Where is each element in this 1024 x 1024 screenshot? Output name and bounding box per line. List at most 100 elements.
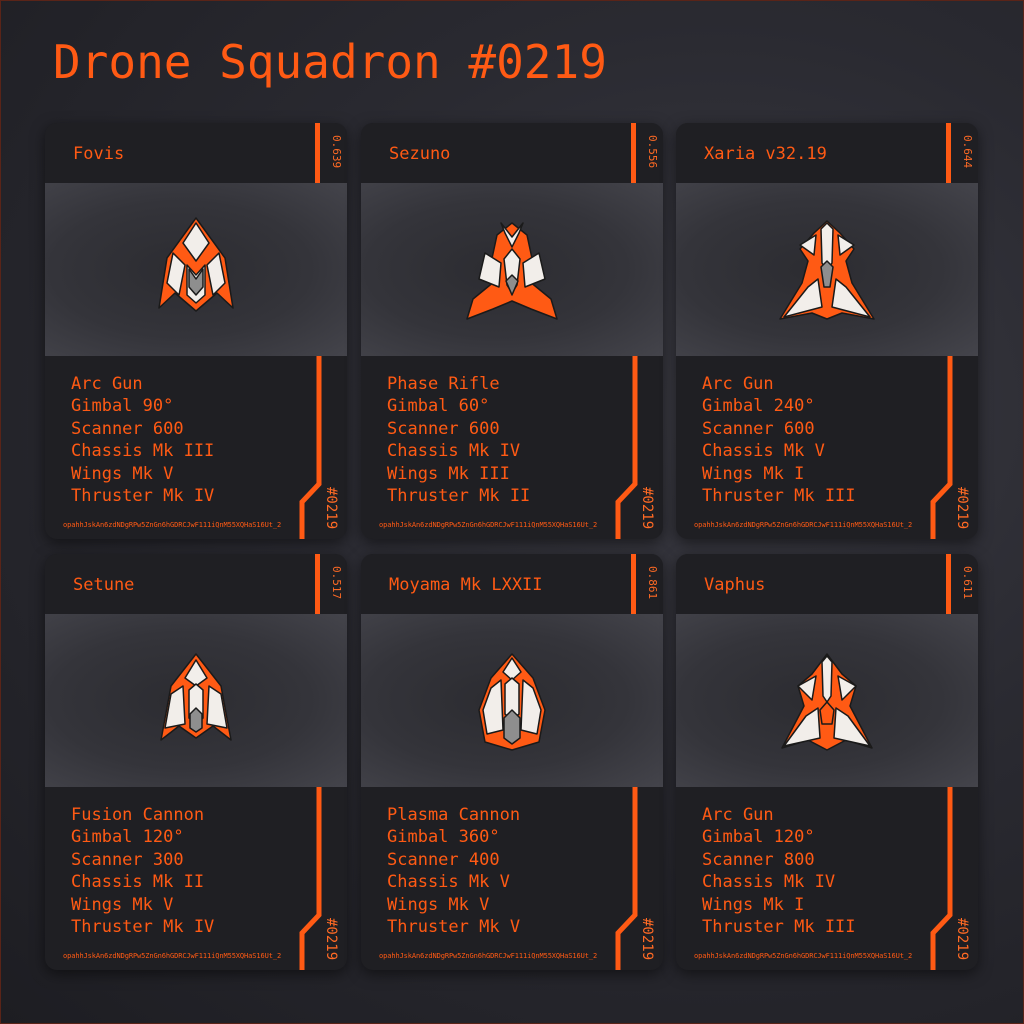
stat-thruster: Thruster Mk III	[702, 917, 856, 938]
token-hash: opahhJskAn6zdNDgRPw5ZnGn6hGDRCJwF111iQnM…	[379, 521, 598, 529]
stat-gimbal: Gimbal 120°	[71, 827, 184, 848]
circuit-trace	[299, 356, 322, 539]
stat-list: Fusion Cannon Gimbal 120° Scanner 300 Ch…	[71, 804, 214, 938]
stat-wings: Wings Mk V	[387, 894, 490, 915]
squadron-id: #0219	[954, 487, 970, 530]
stat-list: Arc Gun Gimbal 120° Scanner 800 Chassis …	[702, 804, 856, 938]
drone-ship-icon	[779, 220, 875, 320]
stat-weapon: Plasma Cannon	[387, 805, 521, 825]
circuit-trace	[615, 787, 638, 970]
stat-list: Arc Gun Gimbal 240° Scanner 600 Chassis …	[702, 373, 856, 507]
drone-art	[45, 614, 347, 787]
stat-scanner: Scanner 600	[702, 418, 815, 439]
card-header: Setune 0.517	[45, 554, 347, 614]
stat-weapon: Phase Rifle	[387, 374, 500, 394]
squadron-id: #0219	[323, 487, 339, 530]
page-title: Drone Squadron #0219	[53, 35, 607, 89]
stat-weapon: Arc Gun	[71, 374, 143, 394]
circuit-trace	[299, 787, 322, 970]
stat-scanner: Scanner 600	[71, 418, 184, 439]
stat-thruster: Thruster Mk III	[702, 486, 856, 507]
stat-chassis: Chassis Mk V	[702, 441, 825, 462]
rarity-score: 0.517	[330, 566, 343, 600]
squadron-id: #0219	[323, 918, 339, 961]
stat-gimbal: Gimbal 60°	[387, 396, 490, 417]
card-header: Xaria v32.19 0.644	[676, 123, 978, 183]
stat-gimbal: Gimbal 120°	[702, 827, 815, 848]
header-accent-bar	[315, 554, 320, 614]
drone-art	[676, 614, 978, 787]
stat-scanner: Scanner 600	[387, 418, 500, 439]
drone-ship-icon	[160, 653, 232, 741]
stat-list: Arc Gun Gimbal 90° Scanner 600 Chassis M…	[71, 373, 214, 507]
drone-art	[361, 183, 663, 356]
stat-gimbal: Gimbal 90°	[71, 396, 174, 417]
drone-name: Sezuno	[389, 144, 451, 164]
drone-card[interactable]: Sezuno 0.556 Phase Rifle Gimbal 60°	[361, 123, 663, 539]
stat-scanner: Scanner 300	[71, 849, 184, 870]
stat-wings: Wings Mk III	[387, 463, 510, 484]
token-hash: opahhJskAn6zdNDgRPw5ZnGn6hGDRCJwF111iQnM…	[694, 521, 913, 529]
stat-thruster: Thruster Mk II	[387, 486, 531, 507]
squadron-id: #0219	[639, 918, 655, 961]
stat-thruster: Thruster Mk IV	[71, 917, 215, 938]
stat-chassis: Chassis Mk IV	[387, 441, 521, 462]
drone-name: Moyama Mk LXXII	[389, 575, 543, 595]
circuit-trace	[930, 787, 953, 970]
drone-ship-icon	[781, 653, 873, 751]
token-hash: opahhJskAn6zdNDgRPw5ZnGn6hGDRCJwF111iQnM…	[63, 952, 282, 960]
drone-ship-icon	[158, 217, 234, 312]
stat-scanner: Scanner 400	[387, 849, 500, 870]
card-header: Moyama Mk LXXII 0.861	[361, 554, 663, 614]
card-header: Vaphus 0.611	[676, 554, 978, 614]
stat-thruster: Thruster Mk V	[387, 917, 521, 938]
stat-list: Plasma Cannon Gimbal 360° Scanner 400 Ch…	[387, 804, 520, 938]
drone-art	[361, 614, 663, 787]
squadron-id: #0219	[639, 487, 655, 530]
drone-ship-icon	[478, 653, 546, 751]
stat-chassis: Chassis Mk II	[71, 872, 205, 893]
drone-art	[676, 183, 978, 356]
drone-card[interactable]: Setune 0.517 Fusion Cannon Gimbal 120°	[45, 554, 347, 970]
drone-ship-icon	[466, 222, 558, 320]
drone-card[interactable]: Xaria v32.19 0.644 Arc Gun Gi	[676, 123, 978, 539]
drone-name: Vaphus	[704, 575, 766, 595]
header-accent-bar	[315, 123, 320, 183]
stat-scanner: Scanner 800	[702, 849, 815, 870]
stat-wings: Wings Mk I	[702, 894, 805, 915]
rarity-score: 0.861	[646, 566, 659, 600]
stat-chassis: Chassis Mk V	[387, 872, 510, 893]
circuit-trace	[930, 356, 953, 539]
header-accent-bar	[631, 123, 636, 183]
stat-weapon: Arc Gun	[702, 805, 774, 825]
stat-gimbal: Gimbal 240°	[702, 396, 815, 417]
stat-weapon: Fusion Cannon	[71, 805, 205, 825]
squadron-id: #0219	[954, 918, 970, 961]
token-hash: opahhJskAn6zdNDgRPw5ZnGn6hGDRCJwF111iQnM…	[63, 521, 282, 529]
drone-card[interactable]: Vaphus 0.611 Arc Gun Gimbal 1	[676, 554, 978, 970]
card-header: Sezuno 0.556	[361, 123, 663, 183]
stat-wings: Wings Mk V	[71, 463, 174, 484]
stat-chassis: Chassis Mk IV	[702, 872, 836, 893]
token-hash: opahhJskAn6zdNDgRPw5ZnGn6hGDRCJwF111iQnM…	[694, 952, 913, 960]
drone-card[interactable]: Fovis 0.639 Arc Gun Gimbal 90° Sca	[45, 123, 347, 539]
stat-weapon: Arc Gun	[702, 374, 774, 394]
card-header: Fovis 0.639	[45, 123, 347, 183]
rarity-score: 0.556	[646, 135, 659, 169]
stat-gimbal: Gimbal 360°	[387, 827, 500, 848]
rarity-score: 0.611	[961, 566, 974, 600]
rarity-score: 0.644	[961, 135, 974, 169]
stat-list: Phase Rifle Gimbal 60° Scanner 600 Chass…	[387, 373, 530, 507]
header-accent-bar	[946, 554, 951, 614]
stat-thruster: Thruster Mk IV	[71, 486, 215, 507]
drone-name: Fovis	[73, 144, 125, 164]
rarity-score: 0.639	[330, 135, 343, 169]
stat-chassis: Chassis Mk III	[71, 441, 215, 462]
token-hash: opahhJskAn6zdNDgRPw5ZnGn6hGDRCJwF111iQnM…	[379, 952, 598, 960]
drone-card[interactable]: Moyama Mk LXXII 0.861 Plasma Cannon Gimb	[361, 554, 663, 970]
drone-name: Xaria v32.19	[704, 144, 827, 164]
header-accent-bar	[946, 123, 951, 183]
stat-wings: Wings Mk I	[702, 463, 805, 484]
drone-art	[45, 183, 347, 356]
header-accent-bar	[631, 554, 636, 614]
